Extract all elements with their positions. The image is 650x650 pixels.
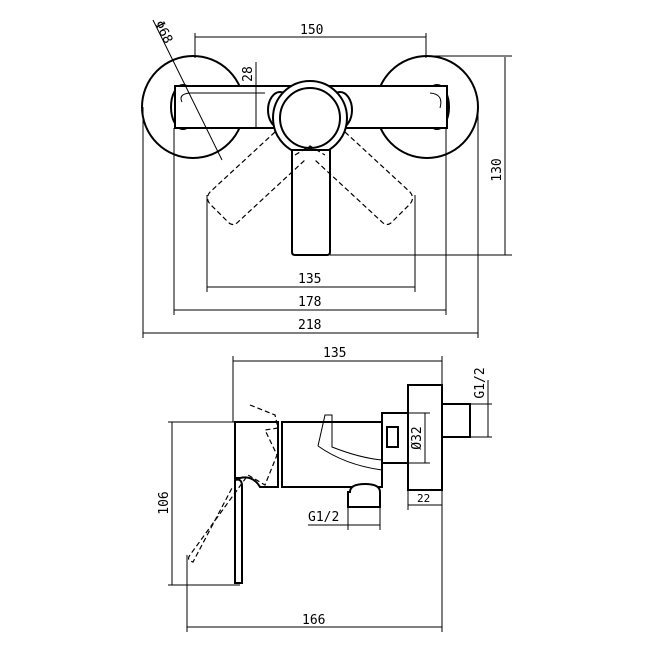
side-extension-lines (168, 356, 492, 632)
dim-166: 166 (302, 613, 325, 628)
dim-130: 130 (490, 158, 505, 181)
lever-hub (234, 421, 279, 488)
lever-pivot (294, 145, 326, 156)
lever-handle (291, 149, 331, 256)
dim-135-side: 135 (323, 346, 346, 361)
lever-swing-outline (187, 404, 279, 563)
extension-lines (142, 33, 512, 338)
cartridge-cap (279, 87, 341, 149)
inlet-pipe (441, 403, 471, 438)
lever-handle-side (234, 478, 243, 584)
body-contour (317, 414, 383, 471)
right-swing-handle (314, 131, 414, 226)
dim-32: Ø32 (410, 426, 425, 449)
dim-150: 150 (300, 23, 323, 38)
dim-plate-diameter: Φ68 (151, 19, 175, 47)
dim-28: 28 (241, 66, 256, 82)
top-view: 150 135 178 218 130 28 Φ68 (141, 19, 512, 338)
cartridge-stem (386, 426, 399, 448)
dim-22: 22 (417, 492, 430, 505)
dimension-lines (143, 19, 506, 334)
dim-218: 218 (298, 318, 321, 333)
dim-135: 135 (298, 272, 321, 287)
bar-edge (180, 92, 442, 109)
dim-178: 178 (298, 295, 321, 310)
outlet-connector (347, 482, 381, 508)
side-dimension-lines (171, 360, 489, 628)
dim-outlet-thread: G1/2 (308, 510, 339, 525)
side-view: 135 166 G1/2 22 106 Ø32 G1/2 (157, 346, 492, 632)
dim-inlet-thread: G1/2 (473, 367, 488, 398)
left-swing-handle (206, 131, 306, 226)
dim-106: 106 (157, 491, 172, 514)
